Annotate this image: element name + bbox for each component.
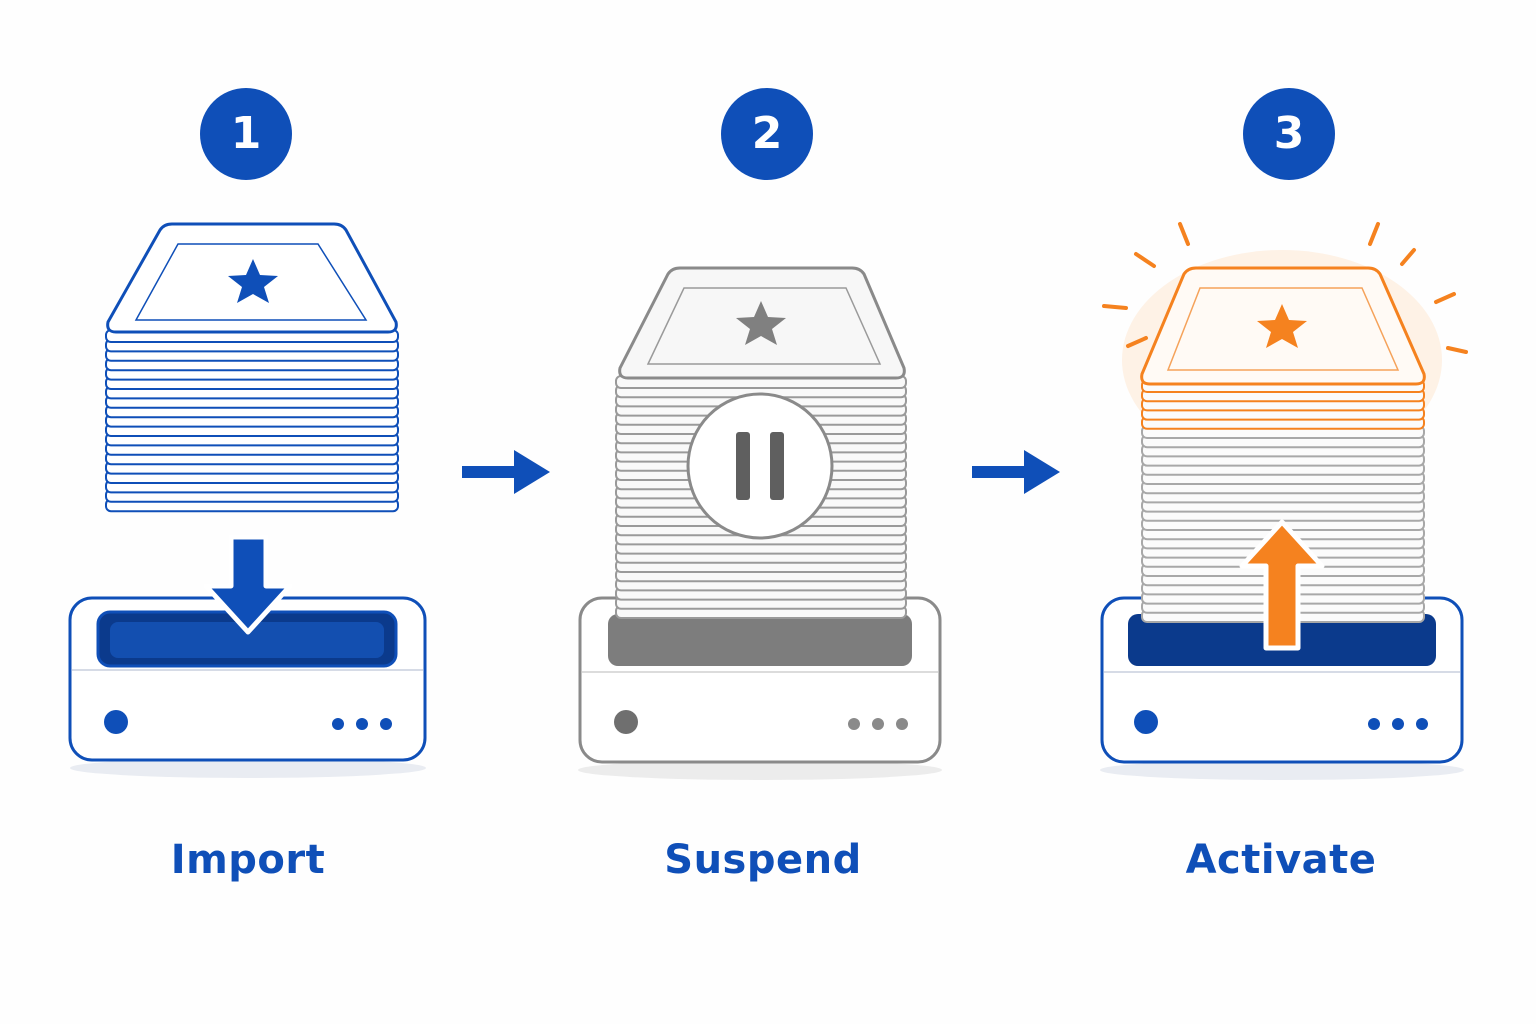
reader-device-icon bbox=[578, 596, 942, 780]
star-icon bbox=[736, 301, 786, 345]
power-led-icon bbox=[104, 710, 128, 734]
step-1-number-badge: 1 bbox=[200, 88, 292, 180]
reader-device-icon bbox=[1100, 596, 1464, 780]
glow-rays-icon bbox=[1102, 222, 1468, 354]
step-2-number-badge: 2 bbox=[721, 88, 813, 180]
step-2-illustration bbox=[578, 266, 942, 780]
step-3-label: Activate bbox=[1185, 837, 1377, 883]
star-icon bbox=[228, 259, 278, 303]
reader-device-icon bbox=[68, 596, 427, 778]
down-arrow-icon bbox=[203, 534, 293, 635]
top-card bbox=[1140, 266, 1426, 386]
star-icon bbox=[1257, 304, 1307, 348]
step-2-label: Suspend bbox=[664, 837, 862, 883]
right-arrow-icon bbox=[972, 450, 1060, 494]
power-led-icon bbox=[1134, 710, 1158, 734]
up-arrow-icon bbox=[1239, 519, 1325, 651]
card-stack-icon bbox=[105, 329, 399, 513]
step-1-illustration bbox=[68, 222, 427, 778]
top-card bbox=[618, 266, 906, 380]
power-led-icon bbox=[614, 710, 638, 734]
step-3-number-badge: 3 bbox=[1243, 88, 1335, 180]
card-stack-icon bbox=[1141, 379, 1425, 623]
right-arrow-icon bbox=[462, 450, 550, 494]
pause-icon bbox=[686, 392, 834, 540]
step-3-illustration bbox=[1100, 222, 1468, 780]
top-card bbox=[106, 222, 398, 334]
step-1-label: Import bbox=[170, 837, 326, 883]
